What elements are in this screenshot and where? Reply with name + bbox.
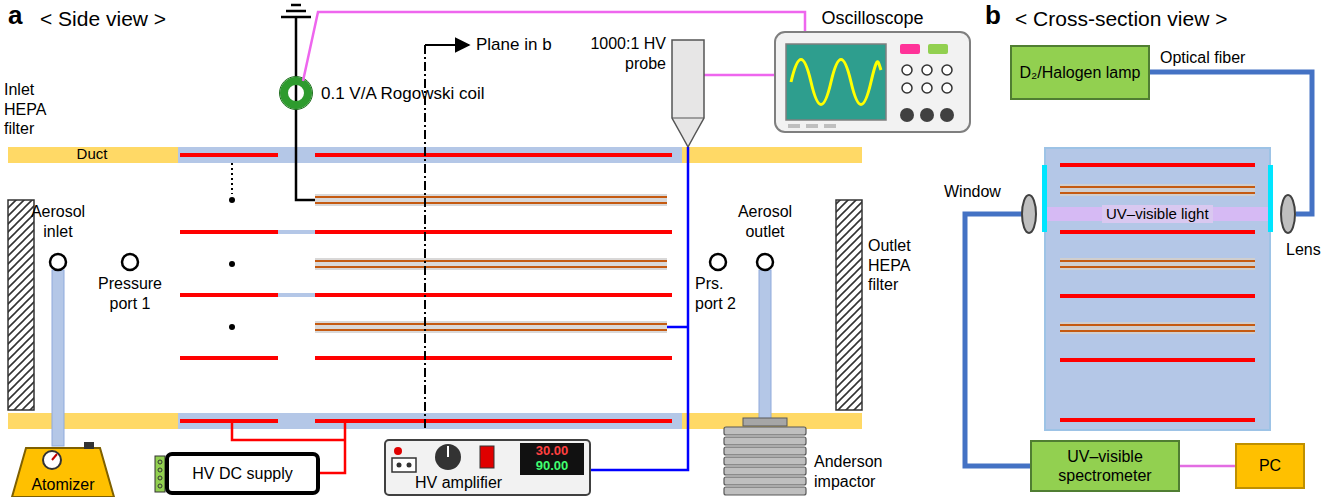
lens [1281, 195, 1295, 233]
panel-letter: a [8, 0, 22, 32]
part-label: Lens [1286, 240, 1321, 260]
impactor-stage [724, 457, 806, 465]
hepa-filter [836, 200, 862, 410]
amplifier-body [385, 440, 590, 495]
optical-window [1042, 165, 1047, 232]
display-value: 30.00 [520, 444, 584, 459]
optical-fiber [1150, 72, 1312, 214]
impactor-stage [724, 487, 806, 495]
plane-label: Plane in b [476, 35, 552, 56]
rogowski-coil [280, 77, 313, 110]
node-text: D₂/Halogen lamp [1020, 63, 1141, 82]
part-label: Aerosol outlet [725, 202, 805, 241]
optical-fiber [965, 214, 1030, 466]
inlet-port [50, 254, 66, 270]
panel-title: < Cross-section view > [1015, 6, 1227, 32]
power-supply-box: HV DC supply [165, 452, 320, 495]
display-value: 90.00 [520, 459, 584, 474]
impactor-stage [724, 477, 806, 485]
ground-symbol [281, 5, 311, 17]
panel-title: < Side view > [40, 6, 166, 32]
part-label: 0.1 V/A Rogowski coil [321, 84, 484, 105]
hv-wire [590, 147, 688, 470]
node-text: HV amplifier [415, 473, 502, 492]
pressure-port [122, 254, 138, 270]
part-label: Anderson impactor [814, 452, 898, 491]
aerosol-tube [759, 270, 771, 420]
node-text: Atomizer [31, 475, 94, 494]
impactor-stage [724, 427, 806, 435]
part-label: Inlet HEPA filter [4, 80, 60, 139]
impactor-stage [724, 467, 806, 475]
part-label: Duct [62, 146, 122, 163]
signal-cable [1180, 465, 1235, 468]
pc-box: PC [1235, 443, 1305, 489]
part-label: Outlet HEPA filter [868, 236, 930, 295]
signal-cable [303, 12, 805, 81]
part-label: Pressure port 1 [88, 274, 172, 313]
wire-electrode [315, 194, 667, 333]
impactor-stage [724, 437, 806, 445]
part-label: Prs. port 2 [695, 274, 751, 313]
oscilloscope-body [775, 32, 970, 132]
chamber-cross-section [1045, 148, 1270, 430]
part-label: 1000:1 HV probe [580, 34, 666, 73]
wire-electrode [1060, 184, 1255, 334]
impactor-stage [724, 447, 806, 455]
rogowski-coil [284, 81, 308, 105]
oscilloscope: Oscilloscope [775, 32, 970, 132]
lens [1022, 195, 1036, 233]
field-dot [229, 163, 235, 330]
section-plane-arrow [425, 44, 469, 46]
hepa-filter [8, 200, 34, 410]
atomizer-body [12, 442, 114, 497]
pressure-port [710, 254, 726, 270]
node-text: PC [1259, 456, 1281, 475]
beam-label: UV–visible light [1102, 205, 1213, 223]
lamp-box: D₂/Halogen lamp [1010, 45, 1150, 100]
connector-pins [155, 456, 165, 492]
spectrometer-box: UV–visible spectrometer [1030, 440, 1180, 492]
outlet-port [757, 254, 773, 270]
part-label: Aerosol inlet [18, 202, 98, 241]
atomizer: Atomizer [8, 440, 118, 497]
panel-letter: b [985, 0, 1001, 32]
optical-window [1268, 165, 1273, 232]
hv-probe [672, 40, 704, 147]
impactor-body [724, 418, 806, 495]
insulator [278, 232, 315, 295]
plate-electrode [1060, 165, 1255, 420]
duct [8, 147, 862, 429]
aerosol-tube [52, 270, 64, 446]
node-text: Oscilloscope [775, 8, 970, 30]
node-text: UV–visible spectrometer [1038, 447, 1172, 485]
part-label: Window [944, 182, 1001, 202]
node-text: HV DC supply [192, 464, 292, 483]
signal-cable [704, 74, 775, 77]
hv-probe [672, 118, 704, 119]
part-label: Optical fiber [1160, 48, 1245, 68]
